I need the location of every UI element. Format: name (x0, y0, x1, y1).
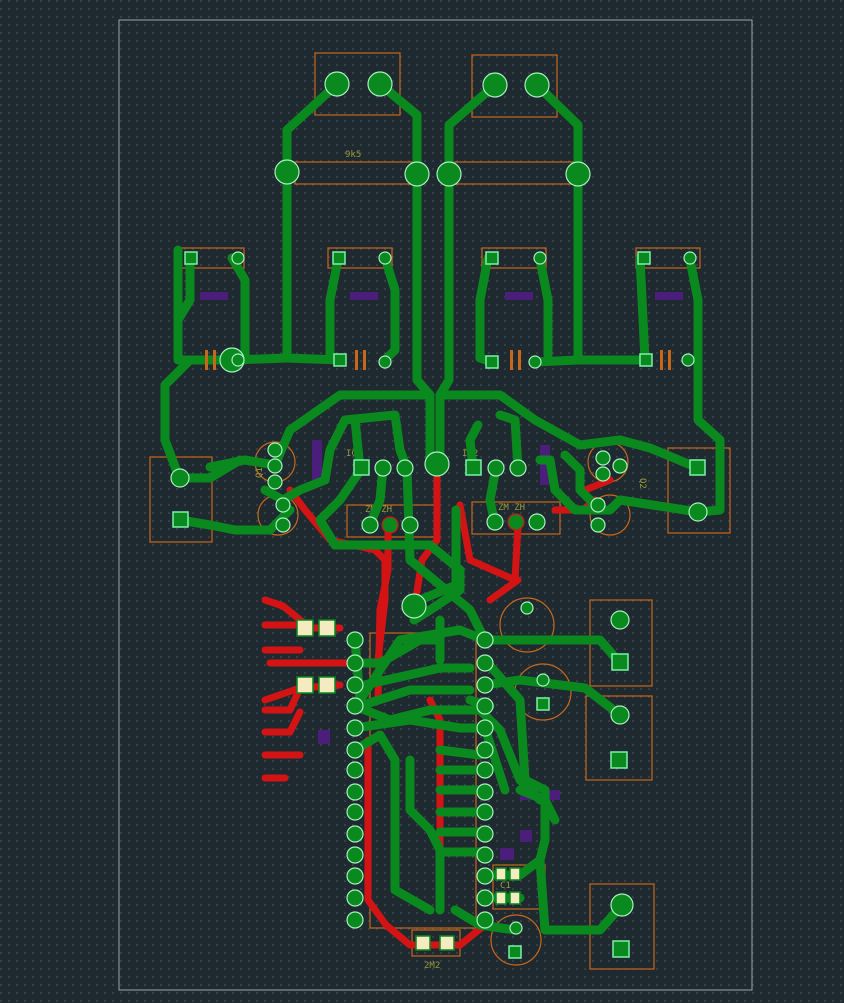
board-outline (118, 19, 753, 991)
top-copper-layer (160, 79, 725, 935)
smd-pads (296, 619, 521, 951)
label-small-cap: C1 (500, 881, 511, 891)
purple-layer (200, 292, 683, 860)
square-pads (172, 251, 706, 959)
round-pads (170, 71, 708, 935)
label-cap-bottom: 2M2 (424, 961, 440, 971)
label-q1: Q1 (255, 467, 265, 478)
label-r-top: 9k5 (345, 150, 361, 160)
label-reg-mid-right: ZM ZH (498, 503, 525, 513)
capacitor-marks (205, 350, 671, 370)
label-q2: Q2 (637, 478, 647, 489)
